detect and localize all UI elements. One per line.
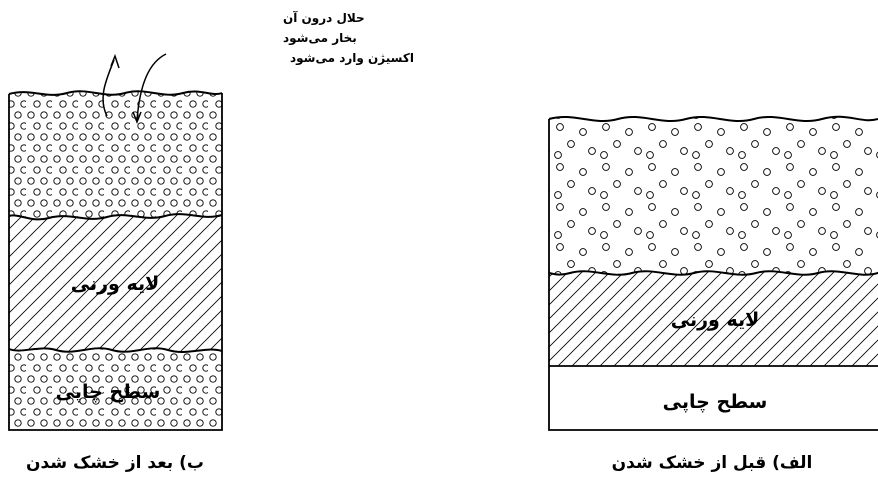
panel-b-varnish-label: لایه ورنی (71, 273, 160, 295)
porous-top-layer (549, 117, 878, 275)
porous-top-layer (9, 91, 222, 219)
panel-a-print-label: سطح چاپی (663, 391, 768, 413)
panel-before-drying: لایه ورنی سطح چاپی الف) قبل از خشک شدن (549, 117, 878, 473)
note-line-1: حلال درون آن (283, 10, 365, 26)
panel-b-print-label: سطح چاپی (56, 381, 161, 403)
note-line-3: اکسیژن وارد می‌شود (290, 51, 414, 66)
panel-a-varnish-label: لایه ورنی (671, 309, 760, 331)
panel-a-caption: الف) قبل از خشک شدن (612, 453, 813, 473)
note-line-2: بخار می‌شود (283, 31, 357, 46)
panel-b-caption: ب) بعد از خشک شدن (26, 453, 204, 473)
panel-after-drying: حلال درون آن بخار می‌شود اکسیژن وارد می‌… (9, 10, 414, 473)
